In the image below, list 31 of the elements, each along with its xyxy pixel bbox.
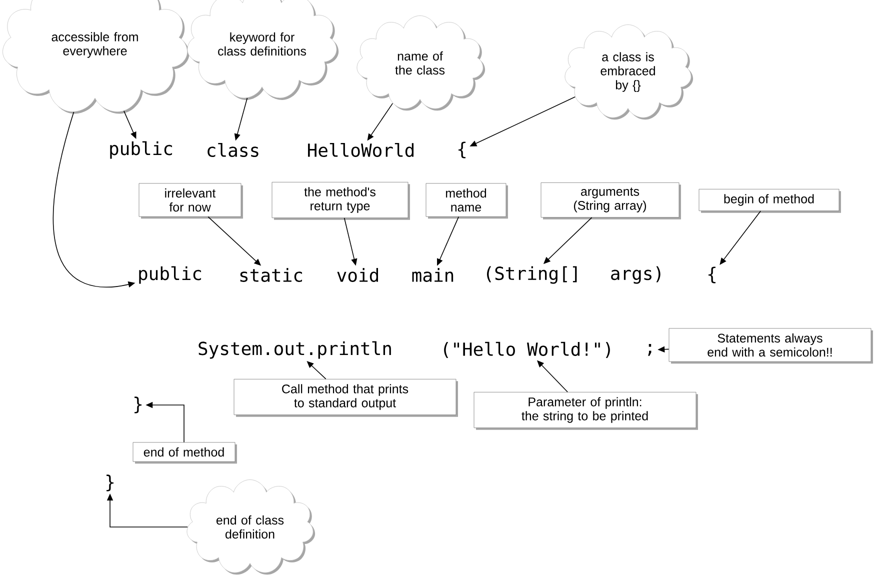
code-token: {: [708, 266, 716, 284]
callout-box: Statements always end with a semicolon!!: [668, 328, 873, 364]
code-token: static: [240, 268, 302, 282]
callout-box: begin of method: [698, 188, 841, 213]
callout-box: the method's return type: [272, 182, 410, 220]
code-token: public: [110, 141, 172, 159]
code-token: {: [458, 142, 466, 158]
code-token: ("Hello World!"): [444, 342, 610, 358]
callout-box: irrelevant for now: [138, 183, 243, 219]
code-token: public: [139, 266, 201, 284]
thought-cloud: name of the class: [356, 16, 486, 111]
thought-cloud: accessible from everywhere: [2, 0, 190, 114]
code-token: }: [106, 474, 114, 492]
code-token: class: [208, 142, 258, 157]
thought-cloud: end of class definition: [186, 480, 316, 575]
code-token: ;: [648, 344, 652, 356]
code-token: }: [134, 396, 142, 414]
callout-box: arguments (String array): [540, 182, 681, 220]
code-token: main: [412, 268, 454, 282]
code-token: args): [611, 266, 660, 284]
code-token: HelloWorld: [308, 142, 414, 157]
thought-cloud: keyword for class definitions: [187, 0, 339, 100]
callout-box: Parameter of println: the string to be printed: [474, 392, 698, 430]
thought-cloud: a class is embraced by {}: [564, 24, 694, 120]
arrow: [720, 210, 762, 265]
code-token: (String[]: [487, 266, 577, 284]
callout-box: method name: [426, 183, 508, 219]
callout-box: Call method that prints to standard output: [234, 378, 458, 417]
code-token: System.out.println: [198, 341, 391, 359]
code-token: void: [337, 268, 378, 282]
callout-box: end of method: [132, 442, 237, 464]
